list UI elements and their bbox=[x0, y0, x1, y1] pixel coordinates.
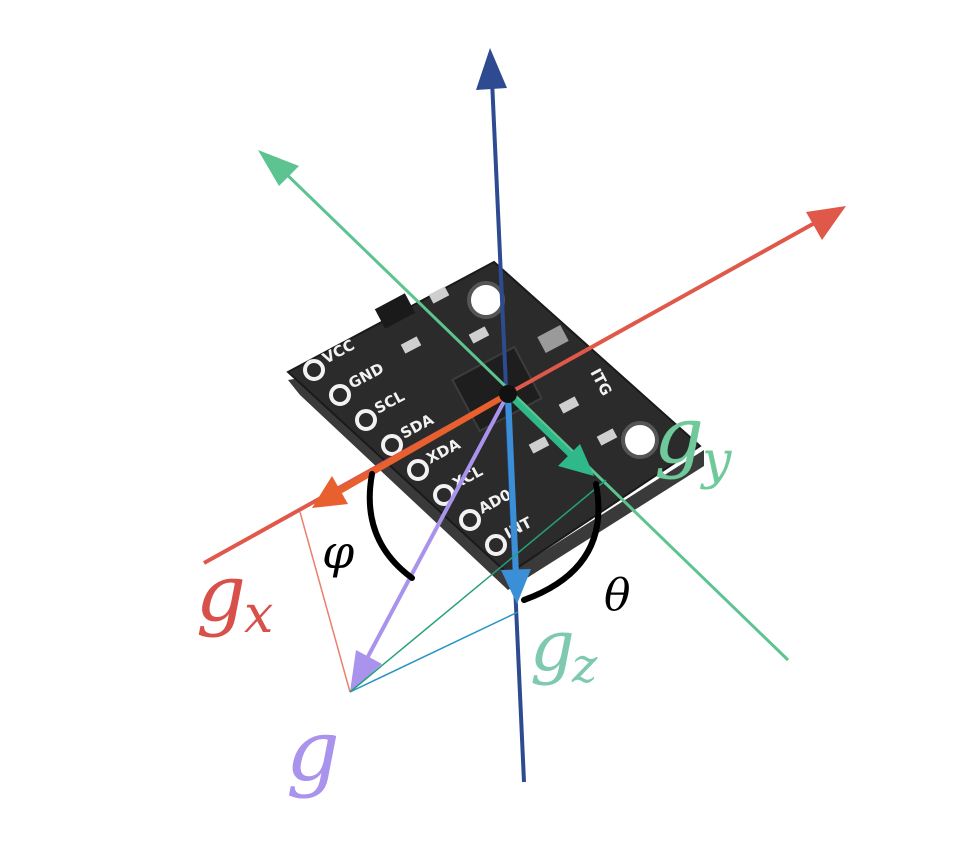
gx-label: g x bbox=[196, 549, 273, 645]
g-vector-line bbox=[362, 393, 510, 665]
gx-vector bbox=[312, 391, 510, 508]
pin-pad bbox=[407, 459, 429, 481]
gy-vector-arrowhead bbox=[558, 444, 594, 476]
pin-pad bbox=[459, 509, 481, 531]
gz-label-main: g bbox=[530, 605, 575, 687]
origin-point bbox=[499, 385, 517, 403]
gy-label-sub: y bbox=[700, 431, 732, 491]
mount-hole-top bbox=[467, 281, 505, 319]
gz-label: g z bbox=[530, 605, 598, 694]
gz-vector-arrowhead bbox=[501, 569, 531, 604]
component bbox=[558, 396, 580, 414]
y-axis bbox=[258, 150, 790, 662]
g-vector-arrowhead bbox=[350, 650, 382, 692]
z-axis-arrowhead bbox=[476, 48, 507, 90]
phi-angle-arc bbox=[366, 471, 415, 581]
phi-label: φ bbox=[322, 525, 355, 579]
gx-vector-line bbox=[336, 391, 510, 495]
gz-projection-line bbox=[349, 611, 519, 693]
y-axis-arrowhead bbox=[258, 150, 299, 186]
pin-pad bbox=[303, 359, 325, 381]
component bbox=[428, 286, 450, 304]
theta-label: θ bbox=[604, 570, 631, 621]
gx-vector-arrowhead bbox=[312, 476, 348, 508]
mount-hole-right bbox=[621, 421, 659, 459]
gx-projection-line bbox=[299, 511, 351, 693]
gz-vector-line bbox=[505, 393, 519, 575]
component bbox=[400, 336, 422, 354]
gx-label-sub: x bbox=[244, 585, 273, 645]
component bbox=[596, 428, 618, 446]
component bbox=[537, 324, 569, 354]
gy-projection-line bbox=[349, 479, 607, 693]
component bbox=[528, 436, 550, 454]
pin-pad bbox=[329, 384, 351, 406]
gz-vector bbox=[501, 393, 531, 604]
pin-pad bbox=[381, 434, 403, 456]
gz-label-sub: z bbox=[571, 638, 598, 694]
pin-pad bbox=[355, 409, 377, 431]
gy-label: g y bbox=[654, 391, 732, 491]
g-vector bbox=[350, 393, 510, 692]
gy-vector-line bbox=[505, 391, 575, 459]
theta-angle-arc bbox=[521, 481, 602, 603]
component bbox=[374, 293, 416, 329]
pin-pad bbox=[485, 534, 507, 556]
gy-vector bbox=[505, 391, 594, 476]
g-label: g bbox=[286, 702, 340, 800]
x-axis-arrowhead bbox=[806, 206, 846, 240]
gy-label-main: g bbox=[654, 391, 704, 481]
component bbox=[468, 326, 490, 344]
gx-label-main: g bbox=[196, 549, 246, 639]
y-axis-line bbox=[276, 164, 790, 662]
